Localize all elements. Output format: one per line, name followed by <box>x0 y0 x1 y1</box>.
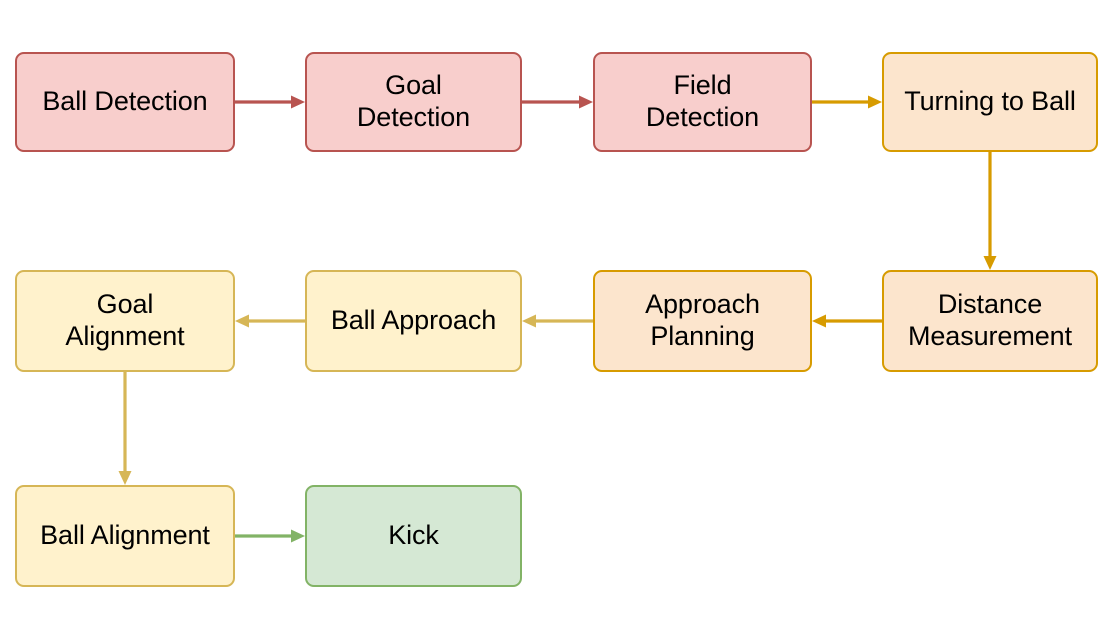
node-distance-measurement[interactable]: Distance Measurement <box>882 270 1098 372</box>
edge-turning-to-ball-to-distance-measurement <box>970 132 1010 290</box>
node-approach-planning[interactable]: Approach Planning <box>593 270 812 372</box>
node-ball-detection[interactable]: Ball Detection <box>15 52 235 152</box>
node-goal-alignment[interactable]: Goal Alignment <box>15 270 235 372</box>
node-field-detection[interactable]: Field Detection <box>593 52 812 152</box>
edge-goal-alignment-to-ball-alignment <box>105 352 145 505</box>
node-ball-alignment[interactable]: Ball Alignment <box>15 485 235 587</box>
node-ball-approach[interactable]: Ball Approach <box>305 270 522 372</box>
node-kick[interactable]: Kick <box>305 485 522 587</box>
node-goal-detection[interactable]: Goal Detection <box>305 52 522 152</box>
node-turning-to-ball[interactable]: Turning to Ball <box>882 52 1098 152</box>
